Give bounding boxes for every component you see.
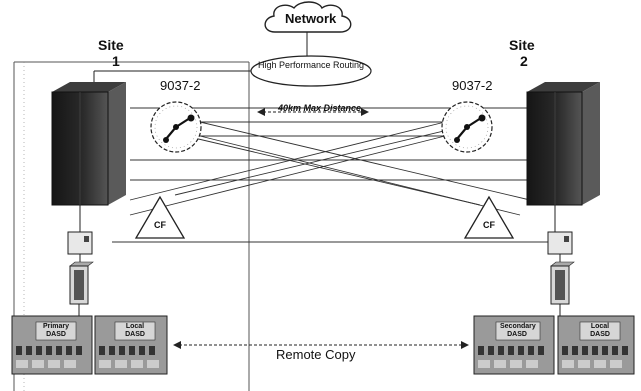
site-2-title: Site bbox=[509, 37, 535, 53]
site-1-controller bbox=[69, 261, 94, 316]
site-2-cf-label: CF bbox=[483, 220, 495, 230]
site-2-director bbox=[547, 231, 573, 266]
site-1-dasd-local-label: Local DASD bbox=[125, 323, 145, 338]
site-1-cf-label: CF bbox=[154, 220, 166, 230]
site-2-controller bbox=[550, 261, 575, 316]
site-1-server bbox=[51, 82, 126, 206]
site-2-dasd-local-label: Local DASD bbox=[590, 323, 610, 338]
network-label: Network bbox=[285, 11, 337, 26]
site-2-title-text: Site bbox=[509, 37, 535, 53]
site-1-title-text: Site bbox=[98, 37, 124, 53]
network-cloud bbox=[264, 1, 352, 33]
site-1-cf-triangle bbox=[134, 195, 186, 239]
site-2-number: 2 bbox=[520, 53, 528, 69]
site-1-director bbox=[67, 231, 93, 266]
site-1-number-text: 1 bbox=[112, 53, 120, 69]
site-2-dasd-secondary-label: Secondary DASD bbox=[500, 323, 536, 338]
site-2-number-text: 2 bbox=[520, 53, 528, 69]
site-2-clock-label: 9037-2 bbox=[452, 78, 493, 93]
site-2-clock bbox=[441, 101, 493, 153]
site-1-clock-label: 9037-2 bbox=[160, 78, 201, 93]
site-1-number: 1 bbox=[112, 53, 120, 69]
hpr-label: High Performance Routing bbox=[257, 60, 365, 70]
site-2-dasd-local bbox=[557, 315, 635, 375]
site-2-cf-triangle bbox=[463, 195, 515, 239]
site-1-dasd-primary-label: Primary DASD bbox=[42, 323, 70, 338]
site-1-dasd-local bbox=[94, 315, 168, 375]
site-1-title: Site bbox=[98, 37, 124, 53]
remote-copy-label: Remote Copy bbox=[276, 347, 356, 362]
site-2-server bbox=[526, 82, 600, 206]
site-2-dasd-secondary bbox=[473, 315, 555, 375]
distance-label: 40km Max Distance bbox=[278, 103, 362, 113]
site-1-clock bbox=[150, 101, 202, 153]
site-1-dasd-primary bbox=[11, 315, 93, 375]
